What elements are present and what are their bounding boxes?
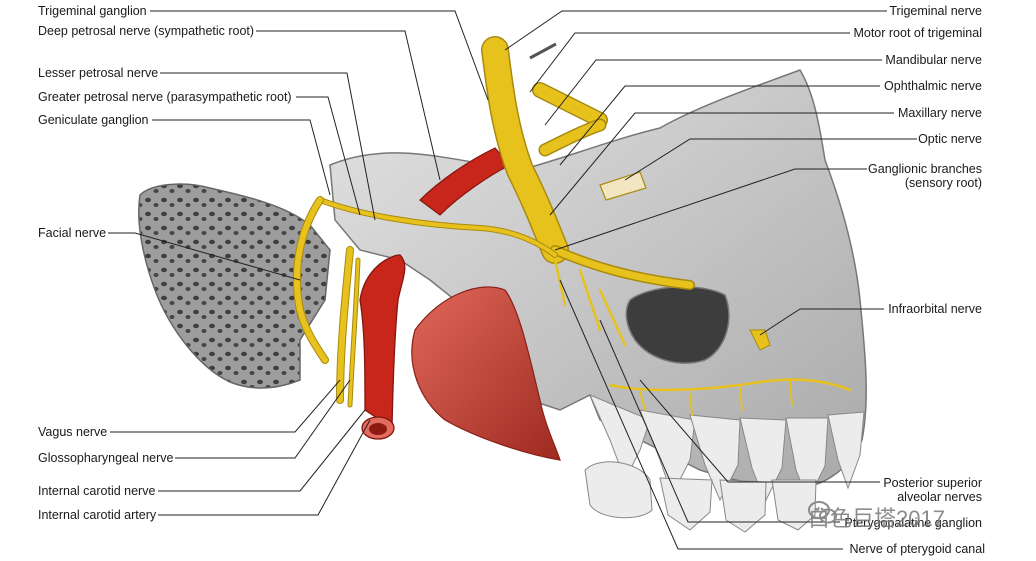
label-posterior-superior-alveolar-nerves: Posterior superior alveolar nerves xyxy=(882,476,983,504)
probe xyxy=(529,42,557,60)
label-greater-petrosal-nerve: Greater petrosal nerve (parasympathetic … xyxy=(37,90,293,104)
watermark: 白色巨塔2017 xyxy=(808,500,945,534)
nerves xyxy=(292,36,852,416)
label-motor-root-of-trigeminal: Motor root of trigeminal xyxy=(852,26,983,40)
label-trigeminal-nerve: Trigeminal nerve xyxy=(888,4,983,18)
label-ganglionic-branches: Ganglionic branches (sensory root) xyxy=(867,162,983,190)
label-lesser-petrosal-nerve: Lesser petrosal nerve xyxy=(37,66,160,80)
label-optic-nerve: Optic nerve xyxy=(917,132,983,146)
label-glossopharyngeal-nerve: Glossopharyngeal nerve xyxy=(37,451,175,465)
label-facial-nerve: Facial nerve xyxy=(37,226,108,240)
label-internal-carotid-artery: Internal carotid artery xyxy=(37,508,158,522)
label-nerve-of-pterygoid-canal: Nerve of pterygoid canal xyxy=(848,542,986,556)
label-internal-carotid-nerve: Internal carotid nerve xyxy=(37,484,157,498)
label-mandibular-nerve: Mandibular nerve xyxy=(884,53,983,67)
leader-lines xyxy=(108,10,918,550)
label-infraorbital-nerve: Infraorbital nerve xyxy=(887,302,983,316)
label-geniculate-ganglion: Geniculate ganglion xyxy=(37,113,150,127)
pterygoid-muscle xyxy=(411,286,561,461)
wechat-icon xyxy=(808,501,837,524)
label-pterygopalatine-ganglion: Pterygopalatine ganglion xyxy=(843,516,983,530)
internal-carotid-artery-drawing xyxy=(359,147,511,440)
label-vagus-nerve: Vagus nerve xyxy=(37,425,109,439)
label-maxillary-nerve: Maxillary nerve xyxy=(896,106,983,120)
label-trigeminal-ganglion: Trigeminal ganglion xyxy=(37,4,148,18)
label-ophthalmic-nerve: Ophthalmic nerve xyxy=(883,79,983,93)
teeth xyxy=(584,394,865,533)
label-deep-petrosal-nerve: Deep petrosal nerve (sympathetic root) xyxy=(37,24,256,38)
temporal-bone-section xyxy=(138,183,331,389)
optic-nerve-stub xyxy=(599,171,647,201)
